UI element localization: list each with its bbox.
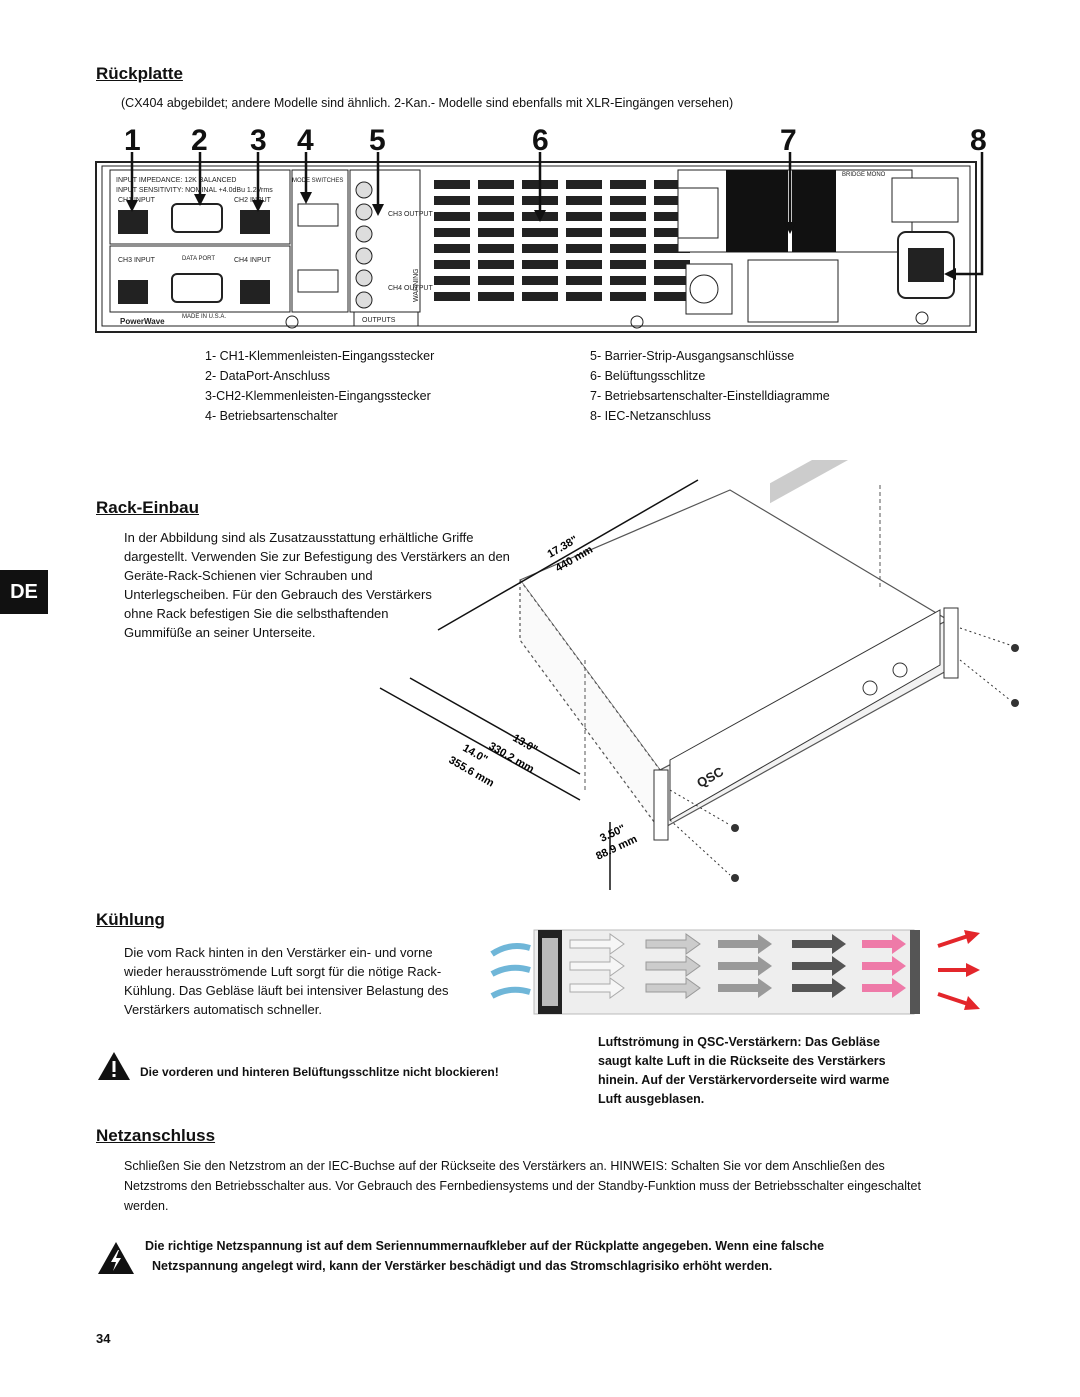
legend-item-8: 8- IEC-Netzanschluss xyxy=(590,409,711,423)
sensitivity-label: INPUT SENSITIVITY: NOMINAL +4.0dBu 1.2Vr… xyxy=(116,187,273,194)
ch3-label: CH3 INPUT xyxy=(118,257,156,264)
heading-rueckplatte: Rückplatte xyxy=(96,64,183,83)
brand-logo: PowerWave xyxy=(120,317,165,326)
rear-panel-diagram: INPUT IMPEDANCE: 12K BALANCED INPUT SENS… xyxy=(95,152,984,333)
kuehlung-text: Die vom Rack hinten in den Verstärker ei… xyxy=(124,943,448,1019)
callout-6: 6 xyxy=(532,124,549,157)
made-in-label: MADE IN U.S.A. xyxy=(182,314,226,320)
legend-item-2: 2- DataPort-Anschluss xyxy=(205,369,331,383)
netz-warning-line-1: Die richtige Netzspannung ist auf dem Se… xyxy=(145,1239,825,1253)
heading-kuehlung: Kühlung xyxy=(96,910,165,929)
warning-vertical: WARNING xyxy=(413,268,420,302)
hot-air-arrows xyxy=(937,930,980,1010)
page-number: 34 xyxy=(96,1331,111,1346)
callout-1: 1 xyxy=(124,124,141,157)
heading-rack: Rack-Einbau xyxy=(96,498,199,517)
netz-warning: Die richtige Netzspannung ist auf dem Se… xyxy=(145,1236,824,1276)
kuehlung-line-4: Verstärkers automatisch schneller. xyxy=(124,1002,322,1017)
caption-line-2: saugt kalte Luft in die Rückseite des Ve… xyxy=(598,1054,886,1068)
kuehlung-line-1: Die vom Rack hinten in den Verstärker ei… xyxy=(124,945,433,960)
rack-text: In der Abbildung sind als Zusatzausstatt… xyxy=(124,528,510,642)
rack-line-2: dargestellt. Verwenden Sie zur Befestigu… xyxy=(124,549,510,564)
netz-warning-line-2: Netzspannung angelegt wird, kann der Ver… xyxy=(152,1259,773,1273)
heading-netz: Netzanschluss xyxy=(96,1126,216,1145)
caption-line-4: Luft ausgeblasen. xyxy=(598,1092,705,1106)
legend-left: 1- CH1-Klemmenleisten-Eingangsstecker 2-… xyxy=(205,346,434,426)
mode-switches-label: MODE SWITCHES xyxy=(292,178,343,184)
callout-2: 2 xyxy=(191,124,208,157)
legend-item-5: 5- Barrier-Strip-Ausgangsanschlüsse xyxy=(590,349,795,363)
legend-item-6: 6- Belüftungsschlitze xyxy=(590,369,706,383)
dim-14-mm: 355.6 mm xyxy=(447,754,497,790)
callout-5: 5 xyxy=(369,124,386,157)
kuehlung-line-2: wieder herausströmende Luft sorgt für di… xyxy=(124,964,442,979)
rack-line-3: Geräte-Rack-Schienen vier Schrauben und xyxy=(124,568,373,583)
kuehlung-line-3: Kühlung. Das Gebläse läuft bei intensive… xyxy=(124,983,449,998)
callout-4: 4 xyxy=(297,124,314,157)
netz-line-2: Netzstroms den Betriebsschalter aus. Vor… xyxy=(124,1179,921,1193)
legend-right: 5- Barrier-Strip-Ausgangsanschlüsse 6- B… xyxy=(590,346,830,426)
internal-flow-arrows xyxy=(569,933,906,999)
rack-line-6: Gummifüße an seiner Unterseite. xyxy=(124,625,316,640)
netz-line-3: werden. xyxy=(124,1199,169,1213)
netz-line-1: Schließen Sie den Netzstrom an der IEC-B… xyxy=(124,1159,885,1173)
outputs-label: OUTPUTS xyxy=(362,317,396,324)
shock-hazard-icon xyxy=(98,1242,134,1274)
bridge-mono-label: BRIDGE MONO xyxy=(842,172,886,178)
rack-line-1: In der Abbildung sind als Zusatzausstatt… xyxy=(124,530,474,545)
callout-8: 8 xyxy=(970,124,987,157)
impedance-label: INPUT IMPEDANCE: 12K BALANCED xyxy=(116,177,236,184)
rack-line-5: ohne Rack befestigen Sie die selbsthafte… xyxy=(124,606,389,621)
ch4-output-label: CH4 OUTPUT xyxy=(388,285,433,292)
language-tab: DE xyxy=(0,570,48,614)
callout-3: 3 xyxy=(250,124,267,157)
ch3-output-label: CH3 OUTPUT xyxy=(388,211,433,218)
cold-air-arrows xyxy=(490,943,531,999)
caption-line-1: Luftströmung in QSC-Verstärkern: Das Geb… xyxy=(598,1035,881,1049)
warning-icon xyxy=(98,1052,130,1080)
cooling-warning: Die vorderen und hinteren Belüftungsschl… xyxy=(140,1065,499,1079)
legend-item-3: 3-CH2-Klemmenleisten-Eingangsstecker xyxy=(205,389,431,403)
ch4-label: CH4 INPUT xyxy=(234,257,272,264)
data-port-label: DATA PORT xyxy=(182,256,215,262)
legend-item-4: 4- Betriebsartenschalter xyxy=(205,409,338,423)
airflow-diagram xyxy=(490,929,980,1015)
netz-text: Schließen Sie den Netzstrom an der IEC-B… xyxy=(124,1156,921,1216)
caption-line-3: hinein. Auf der Verstärkervorderseite wi… xyxy=(598,1073,890,1087)
rack-line-4: Unterlegscheiben. Für den Gebrauch des V… xyxy=(124,587,432,602)
legend-item-1: 1- CH1-Klemmenleisten-Eingangsstecker xyxy=(205,349,435,363)
airflow-caption: Luftströmung in QSC-Verstärkern: Das Geb… xyxy=(598,1033,889,1109)
rueckplatte-intro: (CX404 abgebildet; andere Modelle sind ä… xyxy=(121,96,734,110)
legend-item-7: 7- Betriebsartenschalter-Einstelldiagram… xyxy=(590,389,830,403)
rack-mount-illustration: QSC 17.38" 440 mm 13.0" 330.2 mm 14.0" 3… xyxy=(379,460,1019,890)
callout-7: 7 xyxy=(780,124,797,157)
